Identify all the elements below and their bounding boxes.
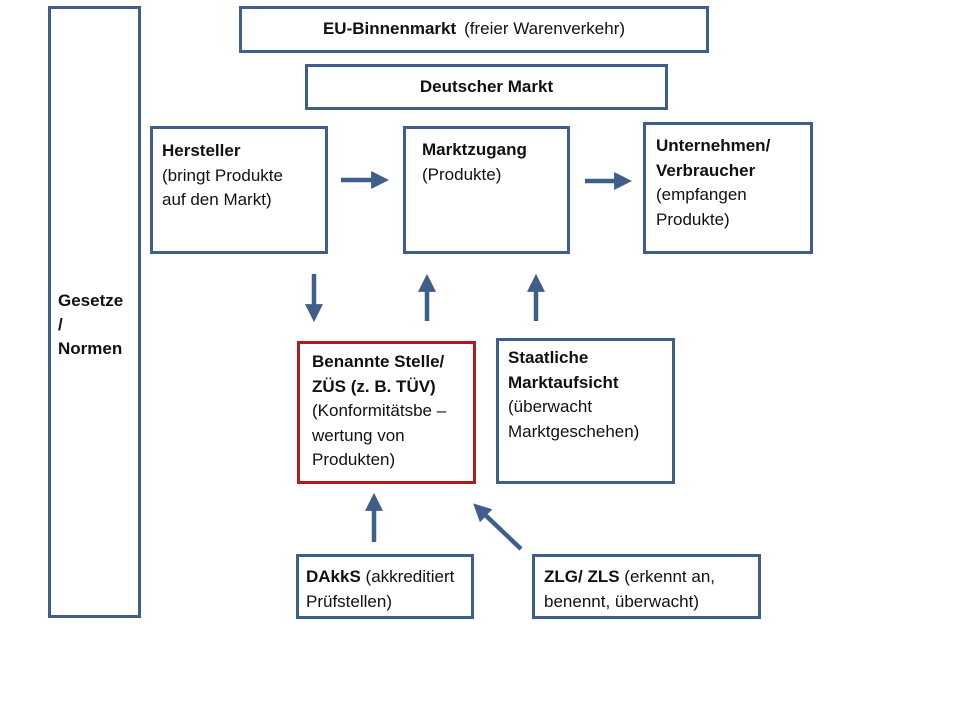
market-access-box: Marktzugang (Produkte) [403, 126, 570, 254]
market-surveillance-title-2: Marktaufsicht [508, 372, 619, 392]
dakks-desc-2: Prüfstellen) [306, 591, 392, 611]
eu-market-subtitle: (freier Warenverkehr) [464, 19, 626, 39]
consumers-desc-2: Produkte) [656, 209, 730, 229]
market-access-desc: (Produkte) [422, 164, 502, 184]
zlg-zls-box: ZLG/ ZLS (erkennt an, benennt, überwacht… [532, 554, 761, 619]
notified-body-desc-2: wertung von [312, 425, 405, 445]
zlg-zls-desc-2: benennt, überwacht) [544, 591, 699, 611]
arrow-zlg-to-notified-body [473, 503, 523, 551]
notified-body-desc-1: (Konformitätsbe – [312, 401, 447, 420]
norms-label: Normen [58, 339, 123, 358]
manufacturer-title: Hersteller [162, 141, 241, 160]
market-surveillance-box: Staatliche Marktaufsicht (überwacht Mark… [496, 338, 675, 484]
market-surveillance-title-1: Staatliche [508, 348, 589, 367]
market-surveillance-desc-1: (überwacht [508, 397, 593, 416]
laws-slash: / [58, 315, 63, 334]
zlg-zls-desc-1: (erkennt an, [624, 567, 716, 586]
dakks-title: DAkkS [306, 567, 361, 586]
consumers-box: Unternehmen/ Verbraucher (empfangen Prod… [643, 122, 813, 254]
eu-market-box: EU-Binnenmarkt (freier Warenverkehr) [239, 6, 709, 53]
manufacturer-desc-2: auf den Markt) [162, 190, 272, 209]
dakks-box: DAkkS (akkreditiert Prüfstellen) [296, 554, 474, 619]
consumers-title-2: Verbraucher [656, 160, 756, 180]
eu-market-title: EU-Binnenmarkt [322, 19, 457, 39]
consumers-title-1: Unternehmen/ [656, 136, 771, 155]
zlg-zls-title: ZLG/ ZLS [544, 567, 620, 586]
notified-body-box: Benannte Stelle/ ZÜS (z. B. TÜV) (Konfor… [297, 341, 476, 484]
laws-norms-box: Gesetze / Normen [48, 6, 141, 618]
dakks-desc-1: (akkreditiert [365, 567, 455, 586]
german-market-title: Deutscher Markt [419, 76, 554, 96]
market-surveillance-desc-2: Marktgeschehen) [508, 421, 640, 441]
manufacturer-box: Hersteller (bringt Produkte auf den Mark… [150, 126, 328, 254]
german-market-box: Deutscher Markt [305, 64, 668, 110]
notified-body-title-1: Benannte Stelle/ [312, 352, 445, 371]
laws-label: Gesetze [58, 291, 124, 310]
consumers-desc-1: (empfangen [656, 185, 747, 204]
notified-body-title-2: ZÜS (z. B. TÜV) [312, 376, 436, 396]
market-access-title: Marktzugang [422, 140, 527, 159]
manufacturer-desc-1: (bringt Produkte [162, 165, 283, 185]
notified-body-desc-3: Produkten) [312, 450, 396, 469]
